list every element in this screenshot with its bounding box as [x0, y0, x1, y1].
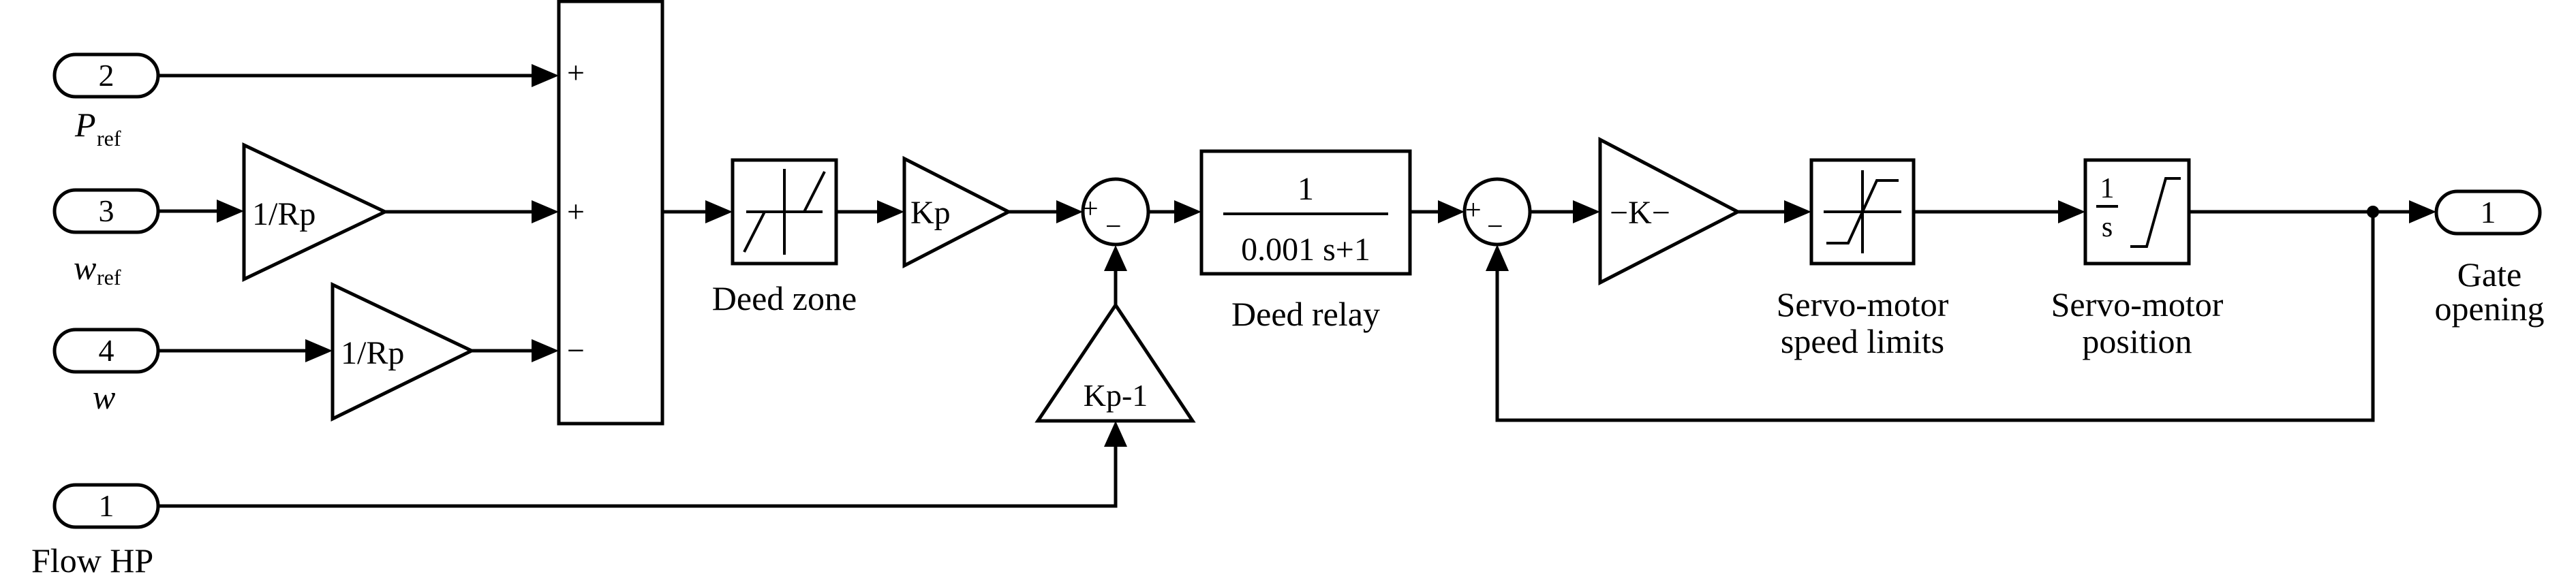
- svg-text:0.001 s+1: 0.001 s+1: [1241, 232, 1370, 268]
- svg-text:Kp: Kp: [910, 195, 951, 231]
- svg-text:opening: opening: [2434, 289, 2544, 328]
- inport-wref[interactable]: 3: [52, 188, 160, 234]
- svg-text:ref: ref: [97, 126, 121, 151]
- inport-flow-label: Flow HP: [31, 541, 153, 580]
- gain-block-rp-1[interactable]: 1/Rp: [242, 142, 389, 282]
- svg-text:−K−: −K−: [1610, 195, 1670, 231]
- gain-block-kp[interactable]: Kp: [902, 155, 1013, 269]
- sum-block-main[interactable]: + + −: [557, 0, 664, 426]
- signal-lines: [158, 74, 2416, 508]
- svg-text:1/Rp: 1/Rp: [252, 196, 316, 232]
- svg-text:+: +: [1082, 193, 1099, 225]
- inport-w[interactable]: 4: [52, 328, 160, 374]
- outport-gate-label: Gate opening: [2434, 255, 2544, 328]
- svg-text:1/Rp: 1/Rp: [341, 335, 404, 371]
- svg-text:s: s: [2102, 212, 2113, 243]
- gain-block-rp-2[interactable]: 1/Rp: [331, 282, 476, 422]
- svg-text:1: 1: [2481, 195, 2496, 230]
- dead-zone-icon: [743, 169, 826, 255]
- transfer-function-relay[interactable]: 1 0.001 s+1: [1199, 149, 1412, 276]
- dead-zone-label: Deed zone: [712, 279, 857, 317]
- dead-zone-block[interactable]: [731, 158, 838, 266]
- saturation-block[interactable]: [1809, 158, 1916, 266]
- svg-text:Kp-1: Kp-1: [1084, 378, 1148, 413]
- inport-pref[interactable]: 2: [52, 52, 160, 99]
- gain-block-k[interactable]: −K−: [1598, 136, 1742, 286]
- svg-text:Servo-motor: Servo-motor: [1777, 285, 1949, 323]
- inport-w-label: w: [93, 378, 115, 416]
- sum-block-kp[interactable]: + −: [1081, 177, 1150, 247]
- svg-text:1: 1: [99, 488, 114, 523]
- inport-pref-label: P ref: [74, 106, 121, 151]
- svg-text:position: position: [2082, 322, 2192, 360]
- svg-text:−: −: [1487, 211, 1503, 242]
- speed-limits-label: Servo-motor speed limits: [1777, 285, 1949, 360]
- sum-block-feedback[interactable]: + −: [1462, 177, 1532, 247]
- svg-text:speed limits: speed limits: [1781, 322, 1944, 360]
- saturation-icon: [1824, 170, 1901, 253]
- svg-text:4: 4: [99, 333, 114, 368]
- svg-text:w: w: [74, 249, 96, 287]
- svg-text:+: +: [567, 194, 585, 229]
- svg-text:+: +: [1465, 195, 1482, 226]
- integrator-block[interactable]: 1 s: [2083, 158, 2191, 266]
- svg-text:1: 1: [1298, 171, 1314, 207]
- svg-text:1: 1: [2100, 173, 2115, 204]
- limited-integrator-icon: [2130, 177, 2181, 248]
- inport-wref-label: w ref: [74, 249, 121, 289]
- svg-text:−: −: [567, 333, 585, 368]
- svg-text:+: +: [567, 55, 585, 90]
- gain-block-kp-minus-1[interactable]: Kp-1: [1034, 302, 1196, 423]
- svg-text:−: −: [1105, 211, 1122, 242]
- position-label: Servo-motor position: [2051, 285, 2224, 360]
- svg-text:ref: ref: [97, 265, 121, 289]
- svg-text:2: 2: [99, 58, 114, 93]
- outport-gate[interactable]: 1: [2434, 189, 2542, 236]
- svg-text:Gate: Gate: [2457, 255, 2521, 294]
- arrowheads: [217, 64, 2436, 447]
- relay-label: Deed relay: [1231, 295, 1380, 333]
- svg-text:P: P: [74, 106, 96, 144]
- inport-flow[interactable]: 1: [52, 483, 160, 529]
- svg-text:Servo-motor: Servo-motor: [2051, 285, 2224, 323]
- svg-text:3: 3: [99, 193, 114, 228]
